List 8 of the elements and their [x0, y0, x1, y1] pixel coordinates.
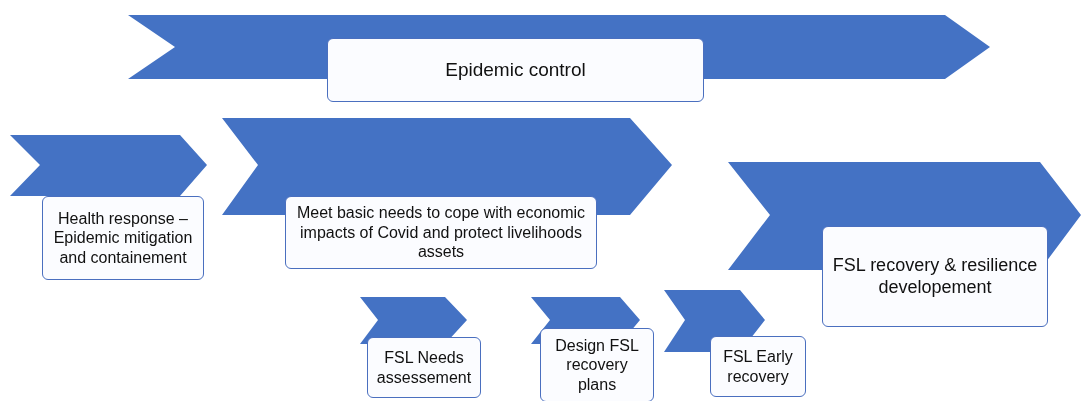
step-card: FSL recovery & resilience developement [822, 226, 1048, 327]
step-card: FSL Needs assessement [367, 337, 481, 398]
step-card: Design FSL recovery plans [540, 328, 654, 401]
step-card: Health response – Epidemic mitigation and containement [42, 196, 204, 280]
step-card: Epidemic control [327, 38, 704, 102]
chevron-band [10, 135, 207, 196]
step-card: FSL Early recovery [710, 336, 806, 397]
step-card: Meet basic needs to cope with economic impacts of Covid and protect livelihoods assets [285, 196, 597, 269]
